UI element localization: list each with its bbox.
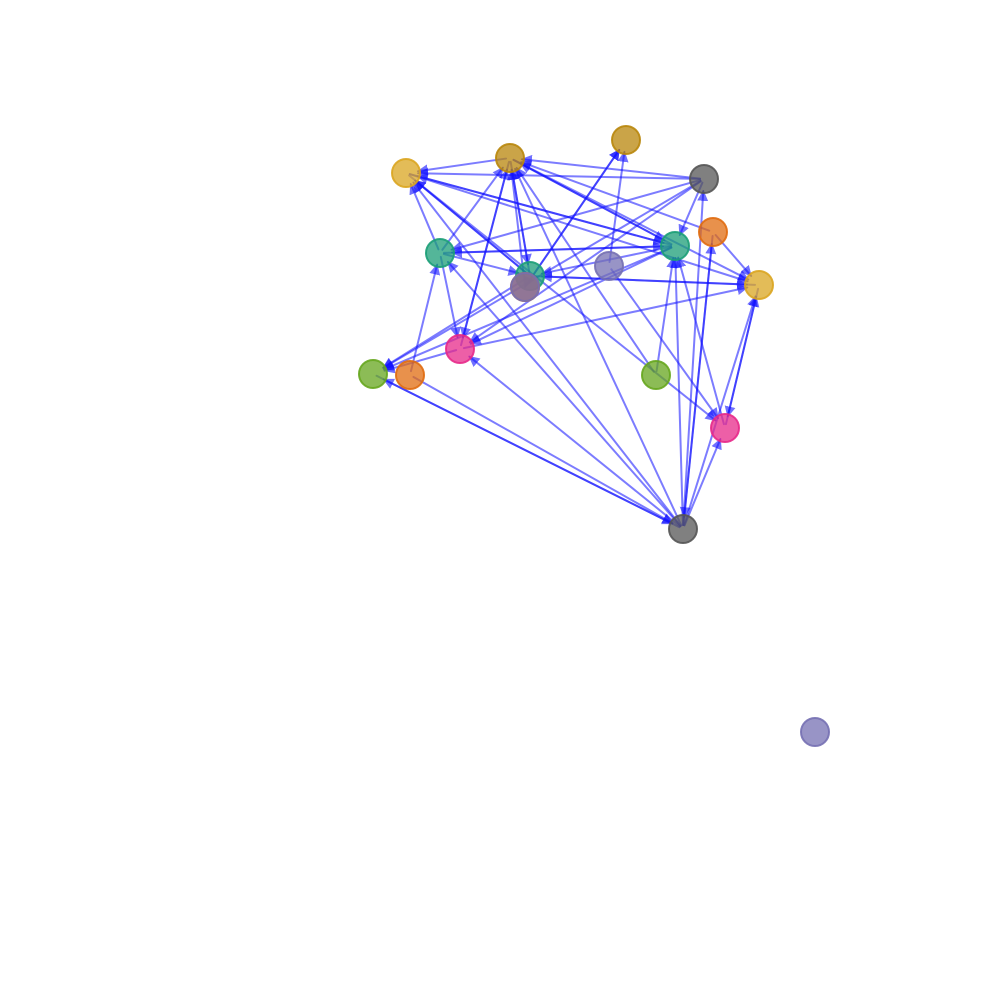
edge-n17-n12: [675, 256, 725, 426]
edge-n16-n12: [655, 256, 678, 373]
edge-n15-n18: [412, 375, 674, 525]
node-n14: [358, 359, 388, 389]
node-n15: [395, 360, 425, 390]
edge-n6-n3: [409, 183, 440, 251]
edge-n2-n3: [416, 157, 508, 176]
edge-n2-n12: [512, 158, 666, 242]
edge-n4-n2: [520, 154, 702, 180]
node-n17: [710, 413, 740, 443]
edge-n14-n18: [375, 374, 674, 525]
node-n6: [425, 238, 455, 268]
edge-n6-n12: [442, 241, 665, 254]
node-n19: [800, 717, 830, 747]
edge-n13-n2: [460, 168, 510, 347]
edge-n3-n8: [408, 173, 749, 284]
node-n11: [510, 272, 540, 302]
edge-n18-n2: [514, 167, 683, 527]
node-n1: [611, 125, 641, 155]
edge-n18-n4: [682, 189, 709, 527]
edge-layer: [375, 148, 760, 529]
edge-n4-n6: [450, 179, 702, 253]
node-n18: [668, 514, 698, 544]
node-n12: [660, 231, 690, 261]
edge-n5-n2: [520, 160, 711, 232]
edge-n18-n6: [446, 261, 682, 527]
edge-n18-n13: [468, 355, 681, 528]
node-n5: [698, 217, 728, 247]
node-n4: [689, 164, 719, 194]
edge-n7-n2: [508, 168, 531, 274]
edge-n18-n3: [412, 181, 682, 527]
node-n2: [495, 143, 525, 173]
edge-n13-n8: [462, 284, 749, 350]
edge-n17-n8: [724, 295, 760, 426]
node-n13: [445, 334, 475, 364]
edge-n6-n7: [442, 252, 520, 276]
edge-n4-n13: [468, 180, 702, 344]
edge-n9-n1: [526, 148, 621, 285]
edge-n10-n1: [608, 150, 629, 264]
edge-n10-n17: [610, 268, 720, 420]
node-n10: [594, 251, 624, 281]
edge-n15-n6: [409, 263, 441, 373]
edge-n6-n2: [441, 166, 504, 251]
edge-n7-n3: [414, 179, 528, 275]
edge-n16-n2: [515, 166, 655, 373]
edge-n3-n12: [408, 173, 665, 246]
edge-n7-n8: [532, 275, 749, 290]
node-n3: [391, 158, 421, 188]
edge-n12-n13: [469, 246, 673, 345]
edge-n13-n14: [383, 349, 458, 374]
node-n16: [641, 360, 671, 390]
edge-n3-n17: [408, 174, 717, 422]
node-n8: [744, 270, 774, 300]
node-layer: [358, 125, 830, 747]
edge-n6-n13: [439, 255, 461, 339]
